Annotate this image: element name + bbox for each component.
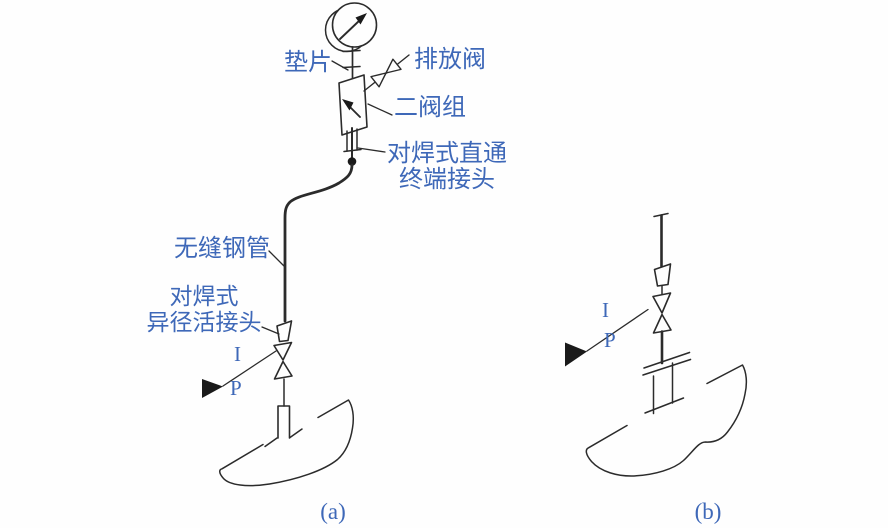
label-terminal-joint: 对焊式直通 终端接头 bbox=[386, 141, 508, 193]
label-gasket: 垫片 bbox=[284, 50, 332, 76]
gasket-leader-line bbox=[331, 60, 349, 71]
vessel-outline-b bbox=[585, 364, 748, 477]
label-reducing-union-line1: 对焊式 bbox=[169, 284, 239, 309]
two-valve-manifold-symbol bbox=[338, 74, 368, 136]
manifold-needle-arrowhead bbox=[342, 99, 354, 111]
figure-b bbox=[565, 212, 748, 477]
manifold-leader-line bbox=[367, 103, 393, 116]
ip-boundary-flag-a bbox=[202, 350, 277, 398]
label-terminal-joint-line1: 对焊式直通 bbox=[387, 141, 507, 167]
seamless-pipe-leader-line bbox=[268, 250, 285, 267]
shutoff-valve-symbol-b bbox=[652, 292, 672, 334]
drain-valve-symbol bbox=[363, 54, 410, 92]
shutoff-valve-symbol-a bbox=[273, 341, 293, 380]
terminal-joint-symbol bbox=[343, 127, 362, 166]
label-terminal-joint-line2: 终端接头 bbox=[399, 167, 495, 193]
reducing-union-leader-line bbox=[261, 326, 280, 335]
boundary-flag-triangle-a bbox=[202, 379, 223, 398]
process-side-marker-a: P bbox=[230, 376, 242, 400]
gauge-needle bbox=[339, 19, 361, 40]
pressure-gauge-symbol bbox=[324, 2, 378, 53]
terminal-joint-dot bbox=[347, 157, 357, 166]
vessel-outline-a bbox=[219, 399, 355, 487]
label-reducing-union: 对焊式 异径活接头 bbox=[146, 284, 262, 336]
flange-pair-symbol-b bbox=[642, 351, 692, 376]
label-seamless-pipe: 无缝钢管 bbox=[174, 236, 270, 262]
label-two-valve-manifold: 二阀组 bbox=[394, 95, 466, 121]
manifold-needle bbox=[348, 105, 361, 118]
boundary-flag-triangle-b bbox=[565, 342, 587, 367]
label-drain-valve: 排放阀 bbox=[414, 47, 486, 73]
vessel-nozzle-a bbox=[264, 405, 303, 448]
caption-figure-b: (b) bbox=[694, 499, 722, 524]
terminal-joint-leader-line bbox=[357, 147, 386, 153]
seamless-pipe-symbol bbox=[283, 163, 354, 323]
instrument-side-marker-b: I bbox=[602, 298, 609, 322]
gauge-needle-arrowhead bbox=[355, 13, 367, 25]
label-reducing-union-line2: 异径活接头 bbox=[146, 310, 262, 335]
instrument-side-marker-a: I bbox=[234, 342, 241, 366]
reducing-union-symbol-a bbox=[276, 320, 293, 343]
process-side-marker-b: P bbox=[604, 328, 616, 352]
gasket-connection-symbol bbox=[342, 46, 361, 82]
reducing-union-symbol-b bbox=[653, 263, 672, 287]
ip-boundary-flag-b bbox=[565, 308, 649, 367]
figure-a bbox=[202, 2, 410, 487]
caption-figure-a: (a) bbox=[320, 499, 346, 524]
vessel-nozzle-b bbox=[644, 362, 685, 415]
